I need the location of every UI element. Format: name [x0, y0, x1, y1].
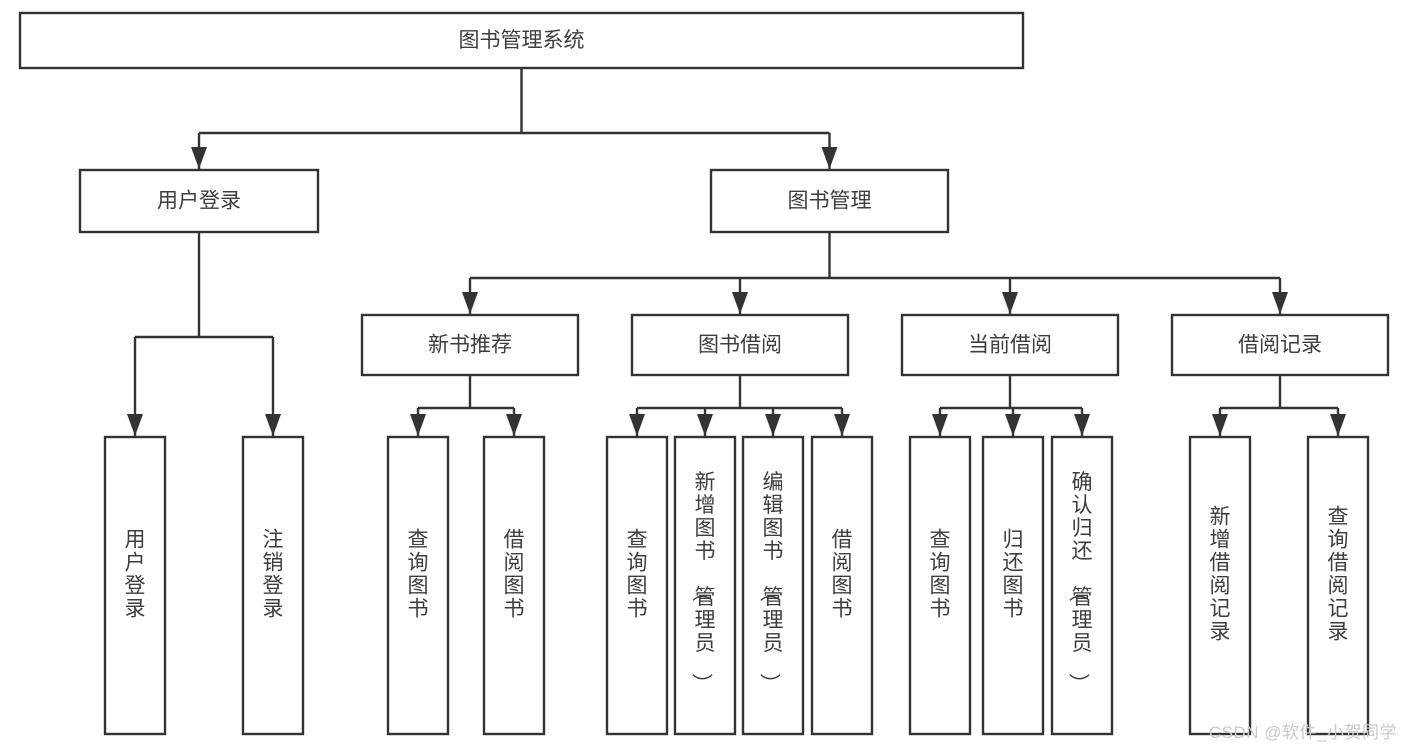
arrow-head-icon	[765, 414, 781, 436]
node-label: 新增图书（管理员）	[690, 471, 716, 694]
arrow-head-icon	[1272, 292, 1288, 314]
node-label: 归还图书	[1003, 529, 1024, 621]
arrow-head-icon	[506, 414, 522, 436]
node-box	[673, 435, 737, 736]
node-root-system[interactable]: 图书管理系统	[18, 11, 1025, 70]
node-label: 注销登录	[263, 529, 284, 621]
node-leaf[interactable]: 查询图书	[908, 435, 972, 736]
watermark-text: CSDN @软件_小贺同学	[1208, 723, 1397, 742]
node-label: 新书推荐	[428, 334, 512, 357]
node-leaf[interactable]: 注销登录	[241, 435, 305, 736]
node-leaf[interactable]: 查询借阅记录	[1306, 435, 1370, 736]
node-leaf[interactable]: 确认归还（管理员）	[1050, 435, 1114, 736]
node-leaf[interactable]: 借阅图书	[482, 435, 546, 736]
node-box	[981, 435, 1045, 736]
node-box	[241, 435, 305, 736]
node-label: 当前借阅	[968, 334, 1052, 357]
node-box	[103, 435, 167, 736]
arrow-head-icon	[1002, 292, 1018, 314]
node-level2[interactable]: 新书推荐	[360, 313, 580, 377]
node-box	[1188, 435, 1252, 736]
node-label: 新增借阅记录	[1210, 506, 1231, 644]
node-box	[78, 168, 320, 234]
arrow-head-icon	[1330, 414, 1346, 436]
node-label: 图书管理系统	[459, 29, 585, 52]
node-leaf[interactable]: 用户登录	[103, 435, 167, 736]
node-label: 编辑图书（管理员）	[758, 471, 784, 694]
node-label: 用户登录	[125, 529, 146, 621]
arrow-head-icon	[191, 147, 207, 169]
node-label: 查询图书	[408, 529, 429, 621]
arrow-head-icon	[1074, 414, 1090, 436]
node-leaf[interactable]: 新增图书（管理员）	[673, 435, 737, 736]
node-box	[1050, 435, 1114, 736]
node-leaf[interactable]: 借阅图书	[810, 435, 874, 736]
node-box	[741, 435, 805, 736]
node-leaf[interactable]: 新增借阅记录	[1188, 435, 1252, 736]
node-layer: 图书管理系统用户登录图书管理新书推荐图书借阅当前借阅借阅记录用户登录注销登录查询…	[18, 11, 1390, 736]
node-box	[18, 11, 1025, 70]
arrow-head-icon	[821, 147, 838, 169]
node-label: 借阅图书	[504, 529, 525, 621]
node-box	[630, 313, 850, 377]
arrow-head-icon	[732, 292, 748, 314]
node-box	[908, 435, 972, 736]
node-level1[interactable]: 用户登录	[78, 168, 320, 234]
node-leaf[interactable]: 编辑图书（管理员）	[741, 435, 805, 736]
node-label: 确认归还（管理员）	[1067, 471, 1093, 694]
node-box	[709, 168, 950, 234]
node-leaf[interactable]: 查询图书	[605, 435, 669, 736]
node-label: 查询图书	[627, 529, 648, 621]
node-label: 图书管理	[788, 190, 872, 213]
arrow-head-icon	[1212, 414, 1228, 436]
node-box	[810, 435, 874, 736]
arrow-head-icon	[697, 414, 713, 436]
node-level2[interactable]: 图书借阅	[630, 313, 850, 377]
node-level2[interactable]: 借阅记录	[1170, 313, 1390, 377]
node-box	[482, 435, 546, 736]
arrow-head-icon	[1005, 414, 1021, 436]
node-box	[386, 435, 450, 736]
node-label: 查询图书	[930, 529, 951, 621]
node-label: 借阅记录	[1238, 334, 1322, 357]
node-label: 查询借阅记录	[1328, 506, 1349, 644]
node-leaf[interactable]: 归还图书	[981, 435, 1045, 736]
arrow-head-icon	[932, 414, 948, 436]
arrow-head-icon	[410, 414, 426, 436]
node-box	[605, 435, 669, 736]
node-box	[1170, 313, 1390, 377]
node-box	[900, 313, 1120, 377]
node-leaf[interactable]: 查询图书	[386, 435, 450, 736]
node-box	[360, 313, 580, 377]
connector-layer	[127, 68, 1346, 436]
node-box	[1306, 435, 1370, 736]
arrow-head-icon	[127, 414, 143, 436]
arrow-head-icon	[462, 292, 478, 314]
arrow-head-icon	[629, 414, 645, 436]
node-level1[interactable]: 图书管理	[709, 168, 950, 234]
arrow-head-icon	[265, 414, 281, 436]
node-label: 借阅图书	[832, 529, 853, 621]
node-level2[interactable]: 当前借阅	[900, 313, 1120, 377]
node-label: 图书借阅	[698, 334, 782, 357]
arrow-head-icon	[834, 414, 850, 436]
node-label: 用户登录	[157, 190, 241, 213]
